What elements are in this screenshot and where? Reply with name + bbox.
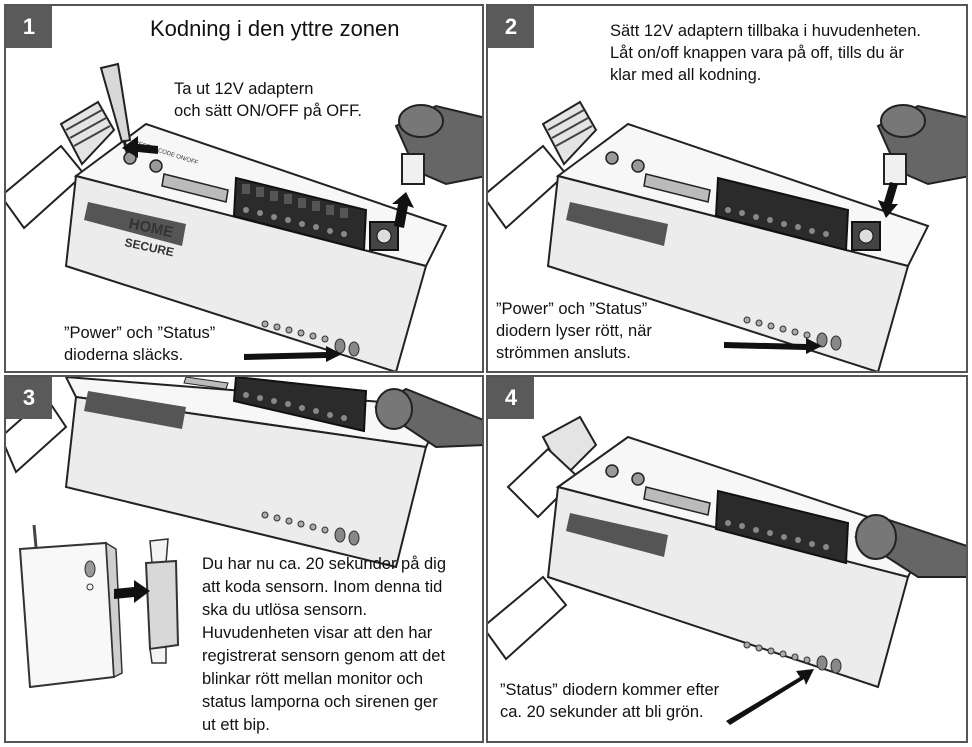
caption-line: diodern lyser rött, när xyxy=(496,322,652,340)
instruction-line: att koda sensorn. Inom denna tid xyxy=(202,578,443,596)
instruction-line: Låt on/off knappen vara på off, tills du… xyxy=(610,44,904,62)
step-number-1: 1 xyxy=(6,6,52,48)
instruction-line: Ta ut 12V adaptern xyxy=(174,80,314,98)
device-illustration-4 xyxy=(488,415,966,725)
instruction-line: status lamporna och sirenen ger xyxy=(202,693,438,711)
step-number-2: 2 xyxy=(488,6,534,48)
instruction-line: registrerat sensorn genom att det xyxy=(202,647,446,665)
instruction-text-1: Ta ut 12V adaptern och sätt ON/OFF på OF… xyxy=(174,78,362,122)
instruction-line: Du har nu ca. 20 sekunder på dig xyxy=(202,555,446,573)
device-illustration-2 xyxy=(488,100,966,371)
panel-4: 4 ”Status” xyxy=(486,375,968,743)
panel-3: 3 xyxy=(4,375,484,743)
instruction-text-2: Sätt 12V adaptern tillbaka i huvudenhete… xyxy=(610,20,921,86)
page-title: Kodning i den yttre zonen xyxy=(150,16,400,41)
instruction-line: Sätt 12V adaptern tillbaka i huvudenhete… xyxy=(610,22,921,40)
instruction-line: ut ett bip. xyxy=(202,716,270,734)
instruction-line: klar med all kodning. xyxy=(610,66,762,84)
step-number-3: 3 xyxy=(6,377,52,419)
step-number-4: 4 xyxy=(488,377,534,419)
caption-text-4: ”Status” diodern kommer efter ca. 20 sek… xyxy=(500,679,719,723)
instruction-line: ska du utlösa sensorn. xyxy=(202,601,368,619)
caption-line: ”Power” och ”Status” xyxy=(496,300,648,318)
instruction-line: blinkar rött mellan monitor och xyxy=(202,670,424,688)
caption-text-1: ”Power” och ”Status” dioderna släcks. xyxy=(64,322,215,366)
instruction-text-3: Du har nu ca. 20 sekunder på dig att kod… xyxy=(202,553,446,737)
instruction-line: och sätt ON/OFF på OFF. xyxy=(174,102,362,120)
caption-line: ”Power” och ”Status” xyxy=(64,324,216,342)
device-illustration-3 xyxy=(6,377,482,689)
caption-line: strömmen ansluts. xyxy=(496,344,631,362)
caption-text-2: ”Power” och ”Status” diodern lyser rött,… xyxy=(496,298,652,364)
panel-2: 2 xyxy=(486,4,968,373)
caption-line: dioderna släcks. xyxy=(64,346,184,364)
device-illustration-1: HOME SECURE RESET / CODE ON/OFF xyxy=(6,62,482,371)
caption-line: ”Status” diodern kommer efter xyxy=(500,681,720,699)
panel-1: 1 Kodning i den yttre zonen HOME SECURE … xyxy=(4,4,484,373)
caption-line: ca. 20 sekunder att bli grön. xyxy=(500,703,704,721)
instruction-line: Huvudenheten visar att den har xyxy=(202,624,433,642)
